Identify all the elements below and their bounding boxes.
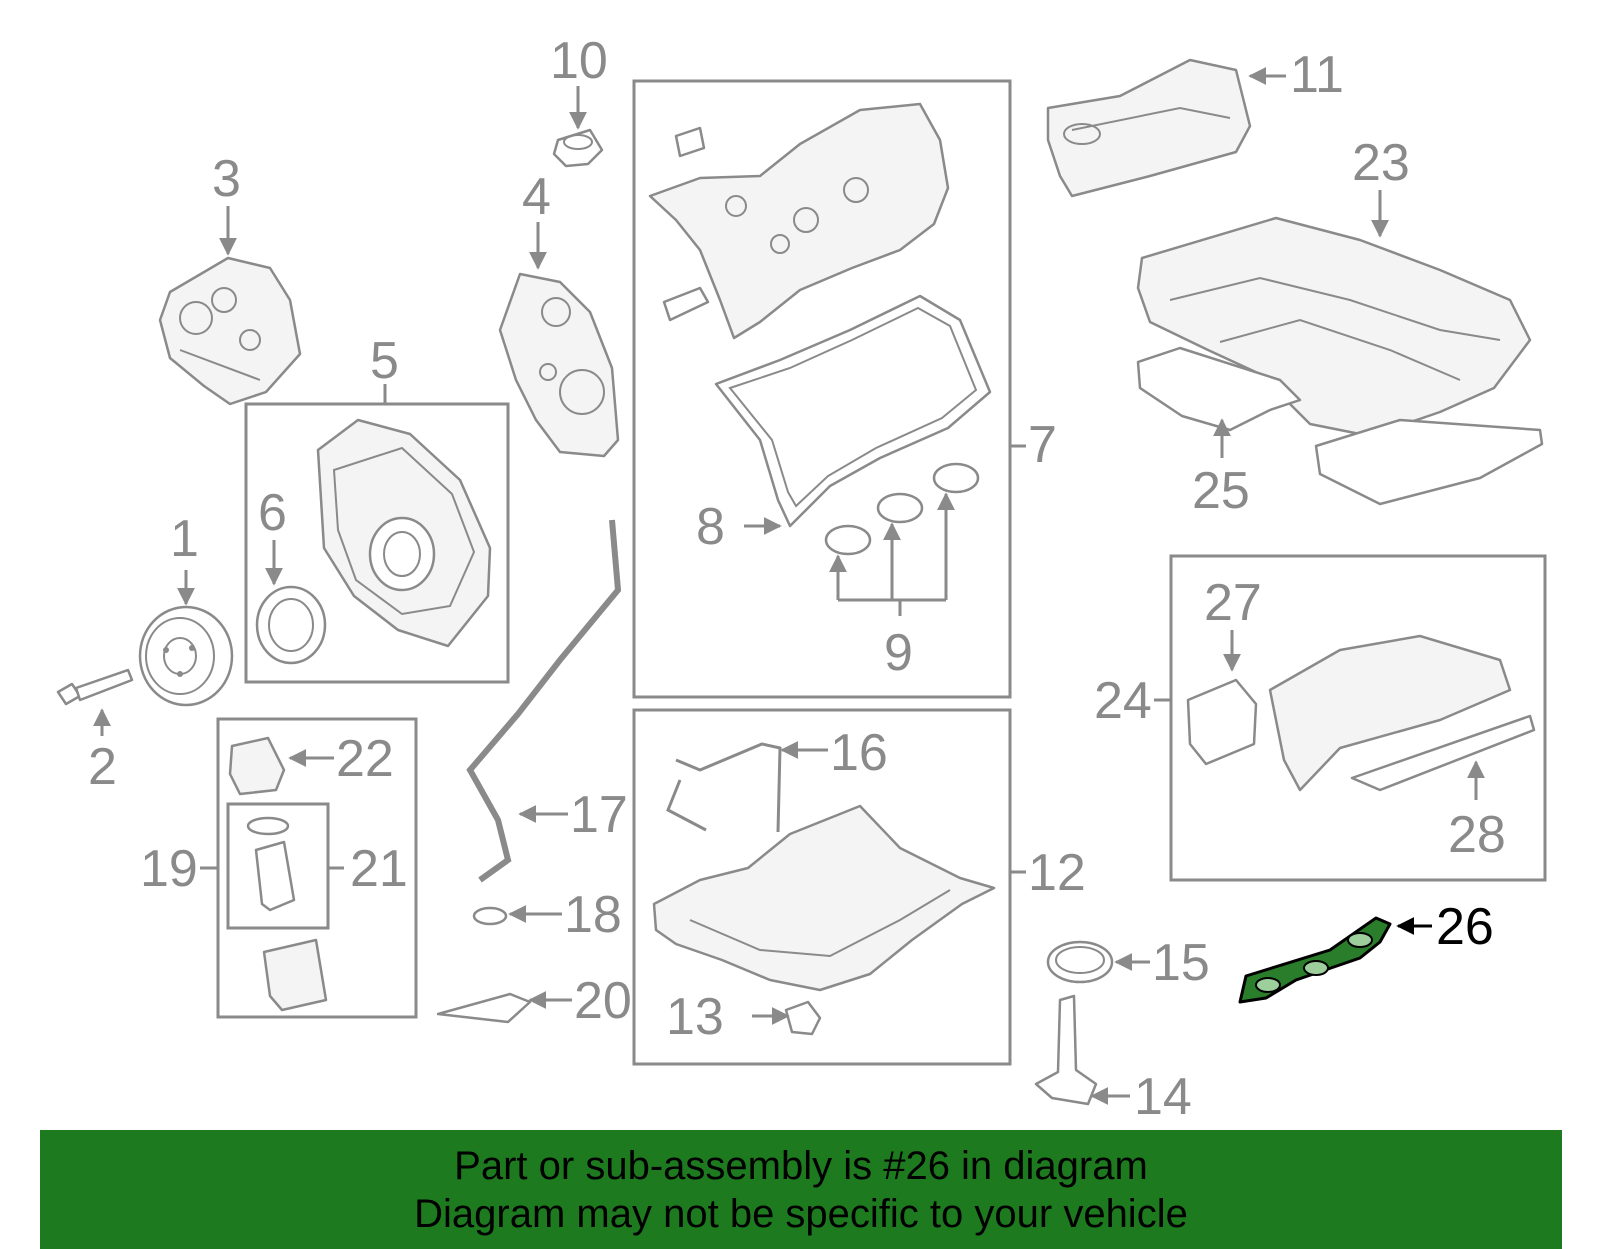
seal-part (255, 585, 327, 665)
callout-18: 18 (564, 886, 622, 944)
callout-5: 5 (370, 332, 399, 390)
gasket-20-part (436, 992, 532, 1024)
group-box-24 (1169, 554, 1547, 882)
callout-24: 24 (1094, 672, 1152, 730)
callout-14: 14 (1134, 1068, 1192, 1126)
filter-housing-part (228, 736, 286, 796)
o-ring-part (472, 906, 508, 926)
callout-3: 3 (212, 150, 241, 208)
engine-cover-part (1046, 58, 1252, 198)
callout-16: 16 (830, 724, 888, 782)
callout-23: 23 (1352, 134, 1410, 192)
valve-cover-gasket-part (714, 294, 992, 528)
callout-19: 19 (140, 840, 198, 898)
front-cover-part (316, 418, 492, 648)
group-box-5 (244, 402, 510, 684)
callout-25: 25 (1192, 462, 1250, 520)
callout-4: 4 (522, 168, 551, 226)
parts-diagram: 1 2 3 4 5 6 7 8 9 10 11 12 13 14 15 16 1… (56, 32, 1547, 1126)
callout-10: 10 (550, 32, 608, 90)
callout-9: 9 (884, 624, 913, 682)
callout-26: 26 (1436, 898, 1494, 956)
callout-20: 20 (574, 972, 632, 1030)
callout-2: 2 (88, 738, 117, 796)
oil-tube-part (666, 742, 782, 833)
filter-element-part (246, 816, 296, 912)
callout-21: 21 (350, 840, 408, 898)
callout-1: 1 (170, 510, 199, 568)
spark-plug-seals-part (824, 462, 980, 556)
bolt-part (56, 668, 134, 706)
oil-cooler-assembly-part (1186, 634, 1536, 792)
valve-cover-part (648, 102, 950, 340)
filter-cap-part (262, 938, 328, 1012)
housing-part (158, 256, 302, 406)
sealing-ring-part (1046, 940, 1114, 984)
intake-gaskets-part (1136, 346, 1544, 506)
dipstick-tube-part (466, 519, 622, 883)
callout-6: 6 (258, 484, 287, 542)
banner-line-1: Part or sub-assembly is #26 in diagram (454, 1144, 1148, 1188)
callout-17: 17 (570, 786, 628, 844)
callout-22: 22 (336, 730, 394, 788)
callout-labels: 1 2 3 4 5 6 7 8 9 10 11 12 13 14 15 16 1… (88, 32, 1506, 1126)
callout-12: 12 (1028, 844, 1086, 902)
oil-level-sensor-part (1034, 994, 1098, 1106)
oil-cap-part (552, 128, 604, 168)
callout-15: 15 (1152, 934, 1210, 992)
intake-manifold-part (1136, 216, 1532, 438)
info-banner: Part or sub-assembly is #26 in diagram D… (40, 1130, 1562, 1249)
callout-8: 8 (696, 498, 725, 556)
timing-cover-part (498, 272, 620, 458)
callout-11: 11 (1290, 46, 1344, 104)
group-box-21 (226, 802, 330, 930)
callout-27: 27 (1204, 574, 1262, 632)
group-box-12 (632, 708, 1012, 1066)
group-box-7 (632, 79, 1012, 699)
callout-13: 13 (666, 988, 724, 1046)
drain-plug-part (784, 1000, 822, 1036)
callout-7: 7 (1028, 416, 1057, 474)
callout-28: 28 (1448, 806, 1506, 864)
pulley-part (138, 605, 234, 707)
leader-arrows (93, 67, 1485, 1105)
oil-pan-part (652, 804, 996, 992)
manifold-gasket-part-26 (1238, 916, 1392, 1004)
banner-line-2: Diagram may not be specific to your vehi… (414, 1192, 1188, 1236)
